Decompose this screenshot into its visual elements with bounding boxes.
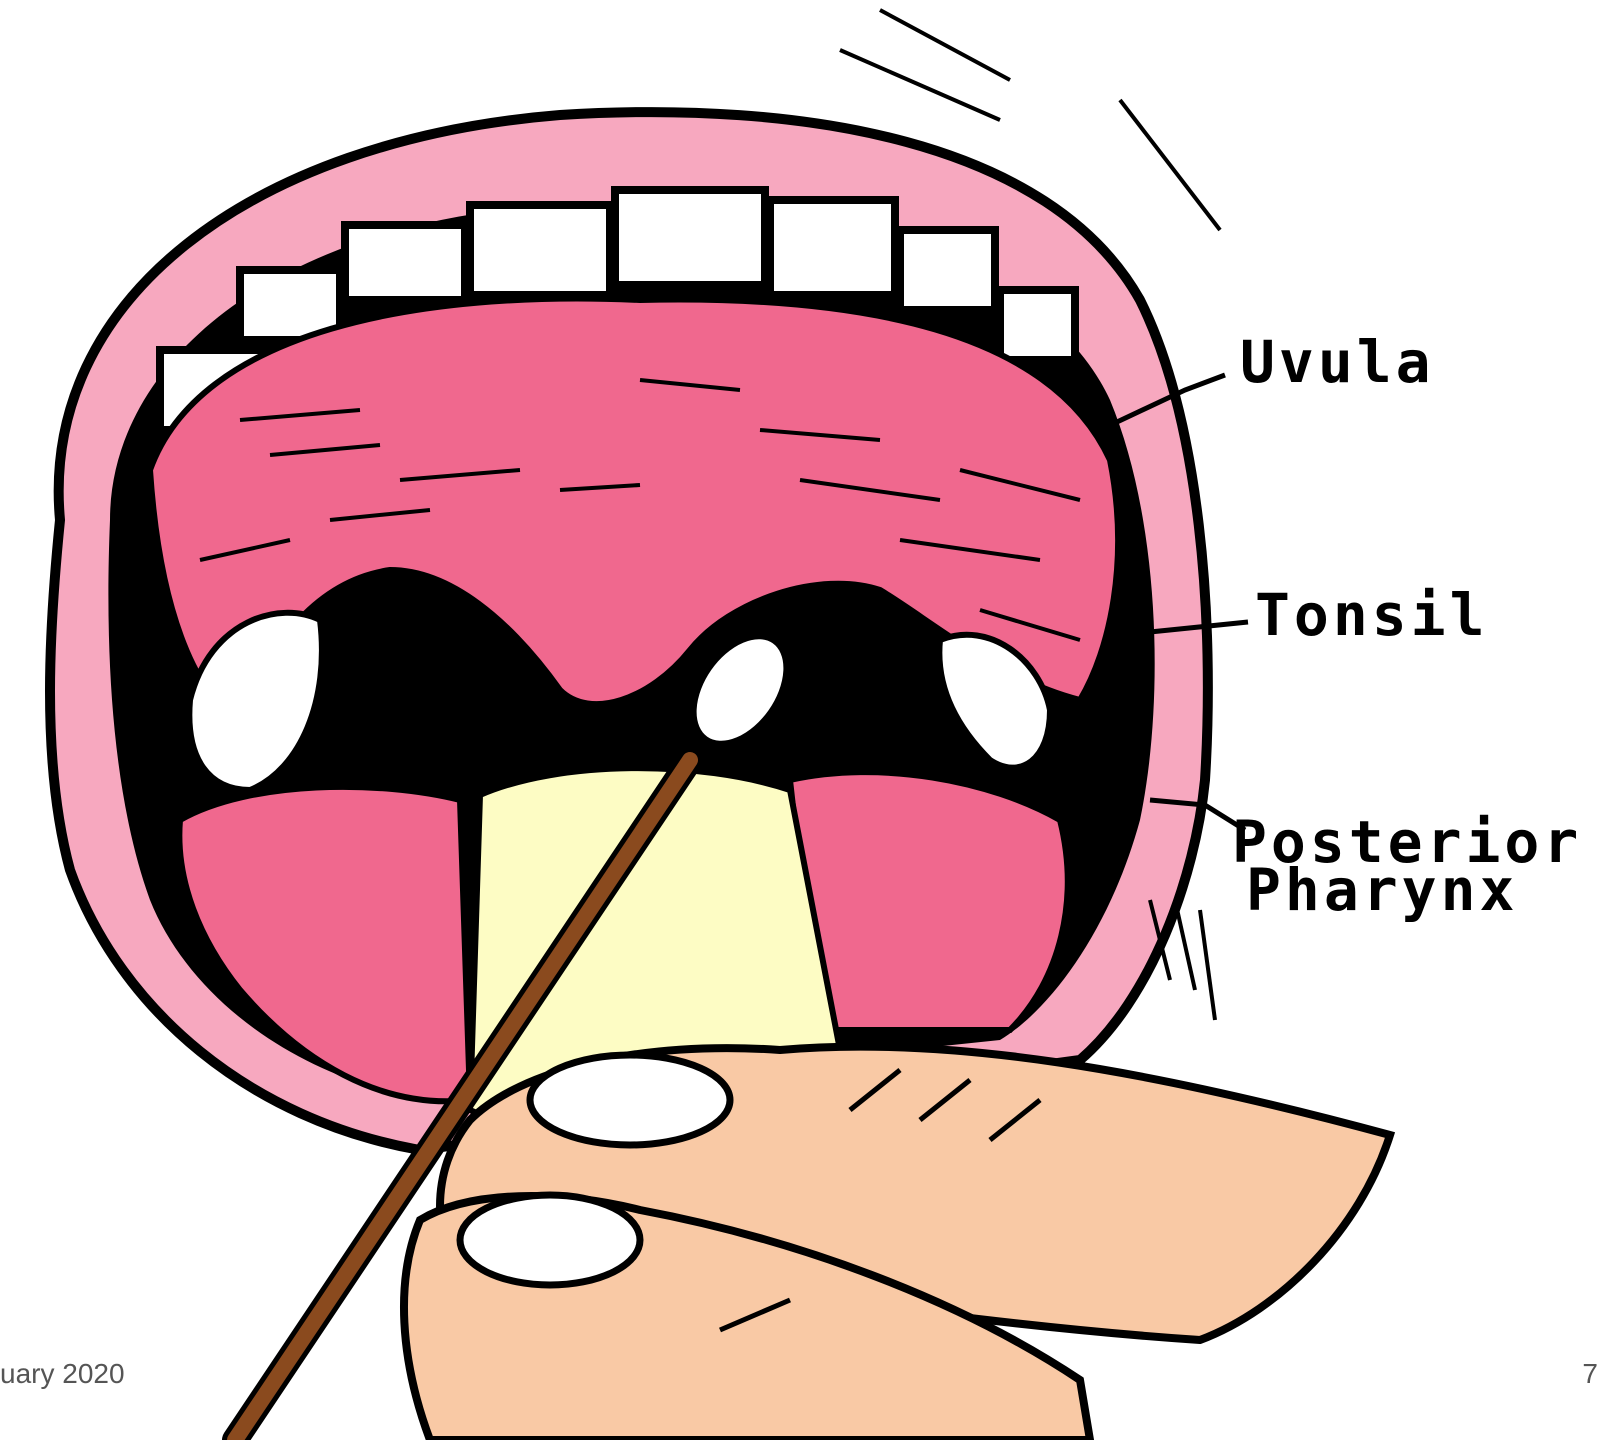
slide-footer-date: uary 2020 (0, 1358, 125, 1390)
slide-page-number: 7 (1582, 1358, 1598, 1390)
fingernail-bottom (460, 1195, 640, 1285)
label-pharynx: Pharynx (1246, 863, 1518, 917)
label-tonsil: Tonsil (1255, 588, 1489, 642)
label-uvula: Uvula (1240, 335, 1435, 389)
fingernail-top (530, 1055, 730, 1145)
